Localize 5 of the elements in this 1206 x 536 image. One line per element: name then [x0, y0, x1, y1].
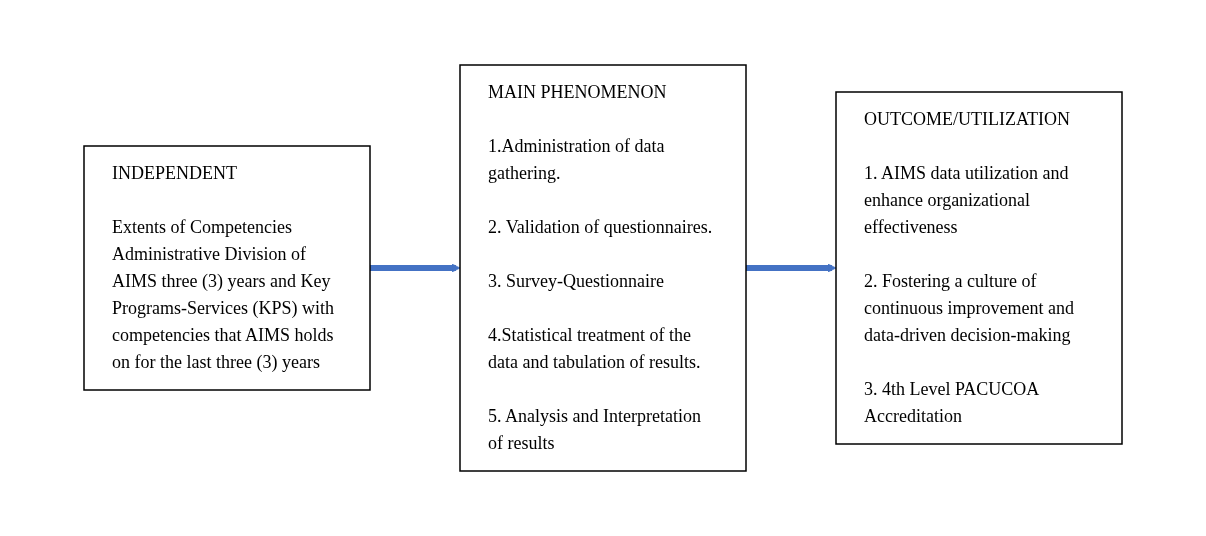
node-box: INDEPENDENT Extents of Competencies Administrative Division of AIMS three (3) years and Key Programs-Services (KPS) with competencies that AIMS holds on for the last three (3) years — [83, 145, 371, 391]
node-box: MAIN PHENOMENON 1.Administration of data gathering. 2. Validation of questionnaires. 3. Survey-Questionnaire 4.Statistical treatment of the data and tabulation of results. 5. Analysis and Interpretation of results — [459, 64, 747, 472]
node-box: OUTCOME/UTILIZATION 1. AIMS data utilization and enhance organizational effectiveness 2. Fostering a culture of continuous improvement and data-driven decision-making 3. 4th Level PACUCOA Accreditation — [835, 91, 1123, 445]
arrow — [370, 263, 461, 273]
arrow — [746, 263, 837, 273]
